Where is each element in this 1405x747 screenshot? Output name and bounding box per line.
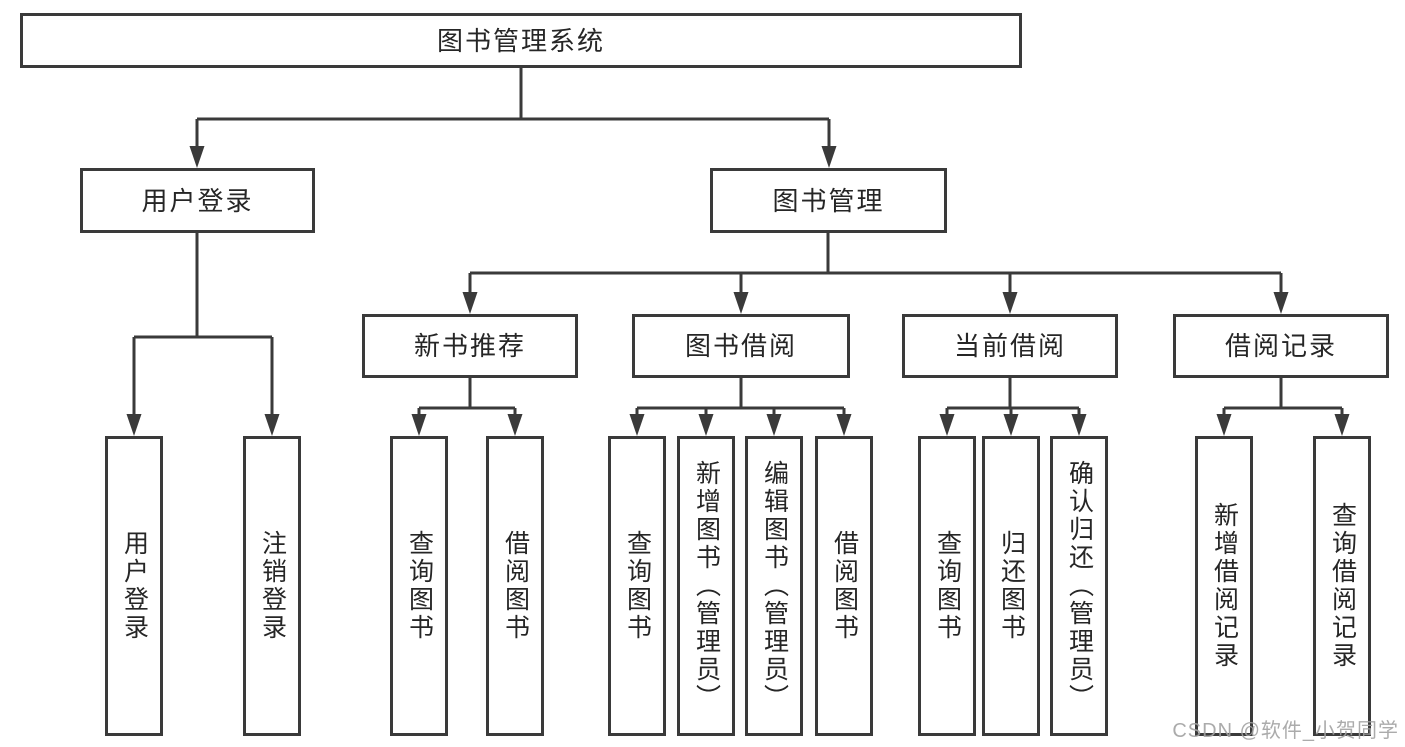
leaf-add-borrow-record: 新增借阅记录 — [1195, 436, 1253, 736]
leaf-borrow-books: 借阅图书 — [815, 436, 873, 736]
node-user-login: 用户登录 — [80, 168, 315, 233]
watermark: CSDN @软件_小贺同学 — [1172, 720, 1399, 742]
node-borrowing-records: 借阅记录 — [1173, 314, 1389, 378]
leaf-return-books: 归还图书 — [982, 436, 1040, 736]
leaf-edit-books-admin: 编辑图书（管理员） — [745, 436, 803, 736]
node-book-borrowing: 图书借阅 — [632, 314, 850, 378]
leaf-search-borrow-record: 查询借阅记录 — [1313, 436, 1371, 736]
leaf-user-login: 用户登录 — [105, 436, 163, 736]
node-book-management: 图书管理 — [710, 168, 947, 233]
leaf-search-books-current: 查询图书 — [918, 436, 976, 736]
node-current-borrowing: 当前借阅 — [902, 314, 1118, 378]
arrowhead-icons — [126, 146, 1350, 436]
leaf-logout: 注销登录 — [243, 436, 301, 736]
node-new-book-recommend: 新书推荐 — [362, 314, 578, 378]
leaf-borrow-books-recommend: 借阅图书 — [486, 436, 544, 736]
leaf-confirm-return-admin: 确认归还（管理员） — [1050, 436, 1108, 736]
leaf-search-books-borrowing: 查询图书 — [608, 436, 666, 736]
leaf-search-books-recommend: 查询图书 — [390, 436, 448, 736]
leaf-add-books-admin: 新增图书（管理员） — [677, 436, 735, 736]
node-library-system: 图书管理系统 — [20, 13, 1022, 68]
